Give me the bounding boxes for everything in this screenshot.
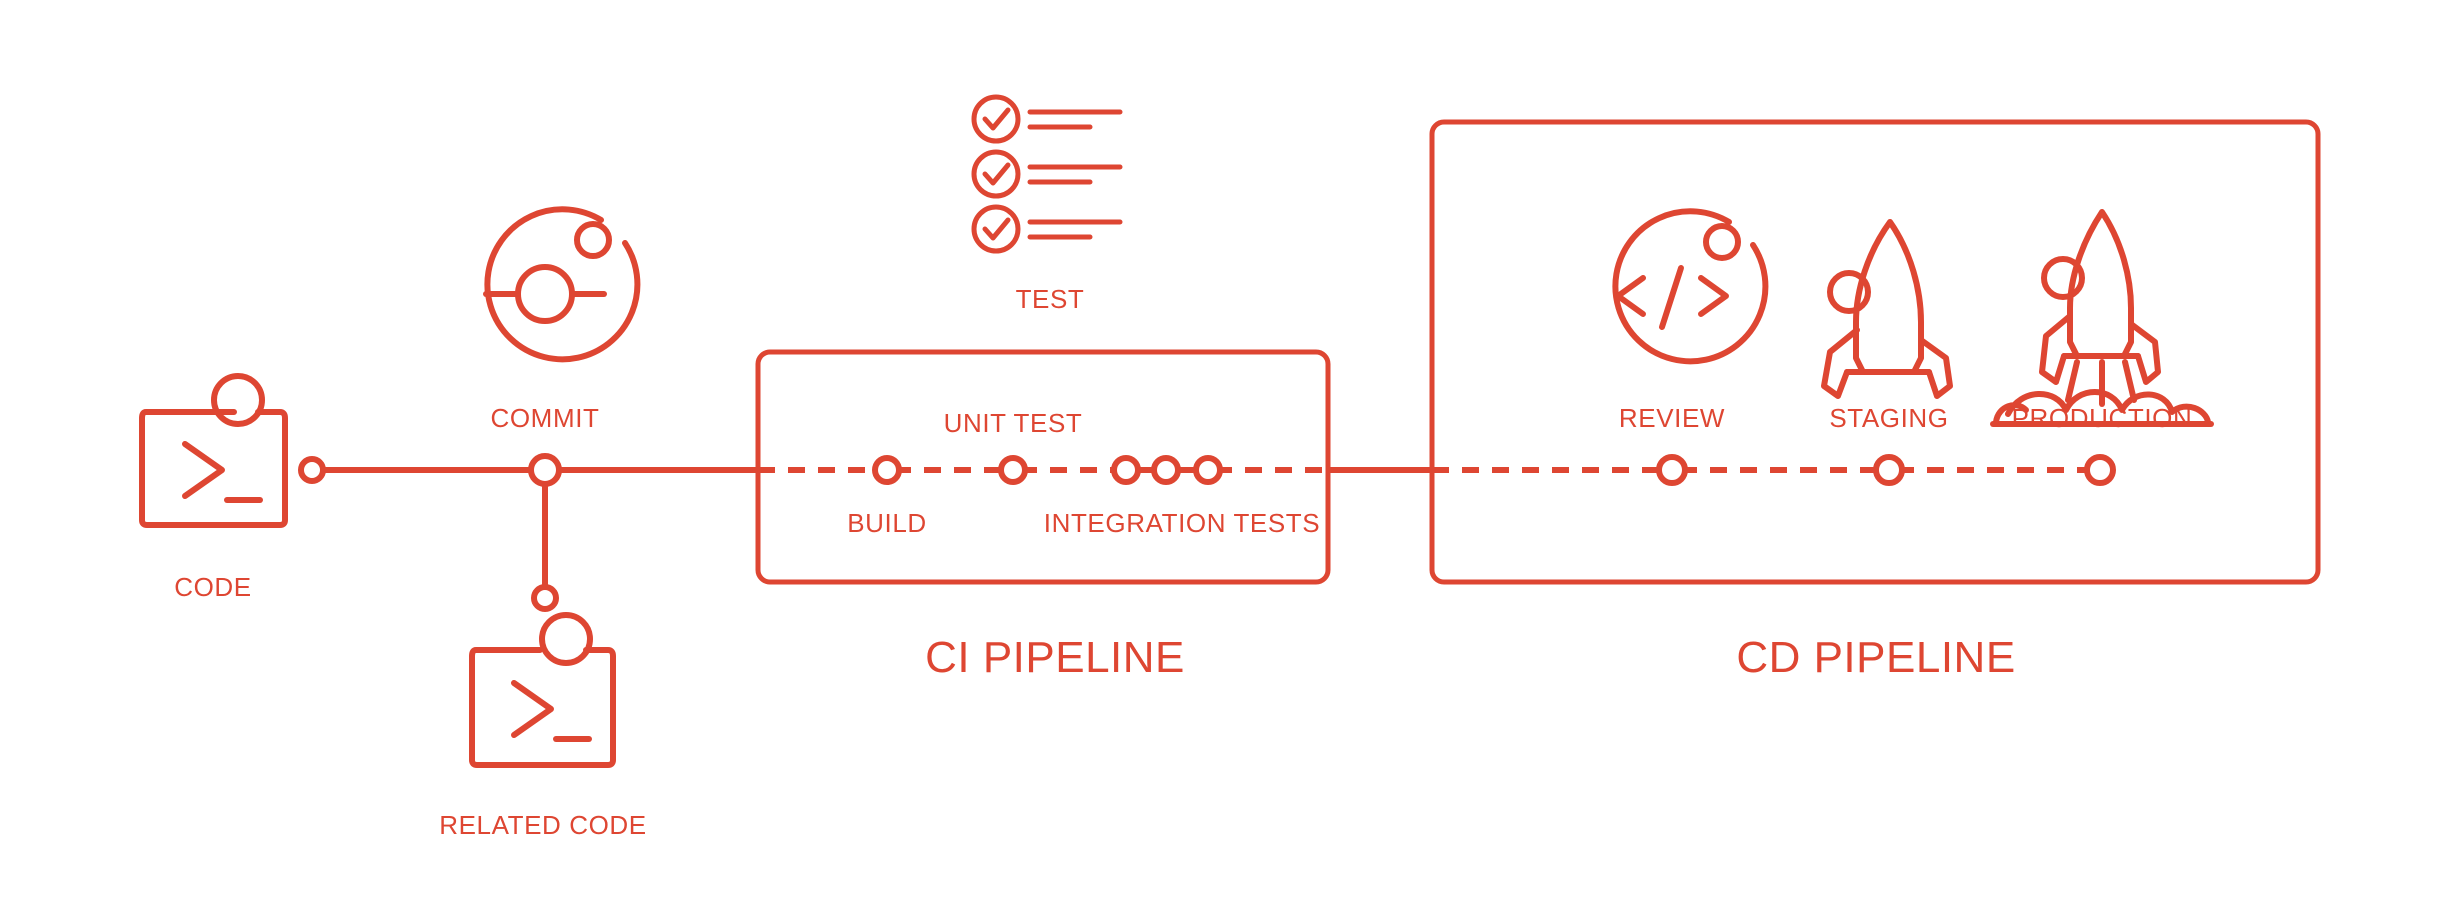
commit-label: COMMIT xyxy=(490,403,599,433)
unit-test-label: UNIT TEST xyxy=(944,408,1083,438)
check-mark-1-icon xyxy=(982,107,1011,131)
exhaust-stream-right xyxy=(2122,359,2137,403)
launch-smoke-cloud-icon xyxy=(1993,389,2211,425)
check-circle-2-icon xyxy=(971,149,1021,199)
node-code-origin[interactable] xyxy=(298,456,326,484)
exhaust-stream-left xyxy=(2065,359,2080,403)
production-fin-right-icon xyxy=(2128,321,2161,385)
review-angle-right-icon xyxy=(1698,275,1729,317)
production-label: PRODUCTION xyxy=(2012,403,2193,433)
rocket-fin-right-icon xyxy=(1918,337,1953,399)
review-angle-left-icon xyxy=(1615,275,1646,317)
related-prompt-chevron-icon xyxy=(511,680,554,738)
production-fin-left-icon xyxy=(2039,313,2073,385)
related-terminal-document-outline xyxy=(469,647,616,768)
check-mark-2-icon xyxy=(982,162,1011,186)
review-slash-icon xyxy=(1659,265,1684,330)
review-label: REVIEW xyxy=(1619,403,1725,433)
code-review-orbit-icon[interactable] xyxy=(1612,208,1769,365)
node-production[interactable] xyxy=(2084,454,2116,486)
commit-orbit-icon[interactable] xyxy=(483,206,641,363)
terminal-document-badge-icon xyxy=(211,373,265,427)
rocket-fin-left-icon xyxy=(1821,327,1860,399)
code-label: CODE xyxy=(174,572,252,602)
cd-pipeline-box xyxy=(1429,119,2321,585)
cd-pipeline-title: CD PIPELINE xyxy=(1736,633,2015,682)
code-icon[interactable] xyxy=(139,373,288,528)
node-related-code-branch[interactable] xyxy=(531,584,559,612)
related-code-label: RELATED CODE xyxy=(439,810,647,840)
node-review[interactable] xyxy=(1656,454,1688,486)
ci-pipeline-title: CI PIPELINE xyxy=(925,633,1185,682)
node-integration-test-2[interactable] xyxy=(1151,455,1181,485)
commit-outer-ring xyxy=(484,206,641,363)
rocket-icon[interactable] xyxy=(1821,219,1953,399)
commit-center-circle xyxy=(515,264,575,324)
node-unit-test[interactable] xyxy=(998,455,1028,485)
check-mark-3-icon xyxy=(982,217,1011,241)
test-label: TEST xyxy=(1016,284,1085,314)
node-commit[interactable] xyxy=(528,453,562,487)
prompt-chevron-icon xyxy=(182,441,225,499)
related-code-icon[interactable] xyxy=(469,612,616,768)
checklist-icon[interactable] xyxy=(971,94,1123,254)
ci-pipeline-box xyxy=(755,349,1331,585)
rocket-window-icon xyxy=(1827,270,1871,314)
node-staging[interactable] xyxy=(1873,454,1905,486)
review-orbit-dot-icon xyxy=(1703,223,1741,261)
rocket-launch-icon[interactable] xyxy=(1990,209,2214,427)
check-circle-3-icon xyxy=(971,204,1021,254)
staging-label: STAGING xyxy=(1829,403,1948,433)
commit-orbit-dot-icon xyxy=(574,221,612,259)
node-build[interactable] xyxy=(872,455,902,485)
node-integration-test-1[interactable] xyxy=(1111,455,1141,485)
production-rocket-window-icon xyxy=(2041,256,2085,300)
build-label: BUILD xyxy=(847,508,927,538)
related-terminal-document-badge-icon xyxy=(539,612,593,666)
terminal-document-outline xyxy=(139,409,288,528)
integration-tests-label: INTEGRATION TESTS xyxy=(1044,508,1320,538)
review-outer-ring xyxy=(1612,208,1769,365)
node-integration-test-3[interactable] xyxy=(1193,455,1223,485)
check-circle-1-icon xyxy=(971,94,1021,144)
